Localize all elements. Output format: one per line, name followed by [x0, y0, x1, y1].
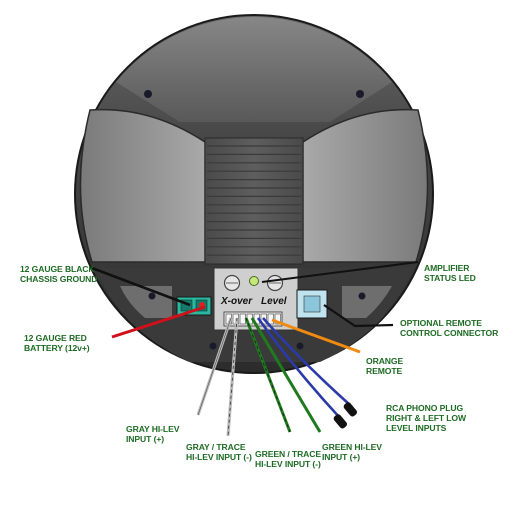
left-side-panel: [79, 108, 206, 263]
orange-remote-wire: [271, 318, 361, 354]
gray-trace-hilev-neg-label: GRAY / TRACE HI-LEV INPUT (-): [186, 442, 252, 462]
remote-connector-leader: [323, 304, 394, 328]
blue-rca-wire-2: [256, 317, 341, 419]
grille: [204, 137, 304, 265]
right-lower-block: [342, 286, 392, 318]
screw: [148, 292, 156, 300]
orange-remote-label: ORANGE REMOTE: [366, 356, 404, 376]
battery-label: 12 GAUGE RED BATTERY (12v+): [24, 333, 90, 353]
rca-plug-1: [343, 402, 357, 417]
screw: [209, 342, 217, 350]
xover-label: X-over: [221, 296, 253, 307]
gray-hilev-pos-label: GRAY HI-LEV INPUT (+): [126, 424, 180, 444]
red-battery-wire: [111, 305, 206, 339]
rca-inputs-label: RCA PHONO PLUG RIGHT & LEFT LOW LEVEL IN…: [386, 403, 467, 433]
screw: [144, 90, 152, 98]
remote-control-connector[interactable]: [296, 289, 328, 319]
green-trace-hilev-neg-label: GREEN / TRACE HI-LEV INPUT (-): [255, 449, 322, 469]
terminal-slot: [274, 313, 281, 325]
blue-rca-wire-1: [262, 317, 351, 406]
right-side-panel: [302, 108, 429, 263]
status-led-label: AMPLIFIER STATUS LED: [424, 263, 476, 283]
chassis-ground-label: 12 GAUGE BLACK CHASSIS GROUND: [20, 264, 98, 284]
screw: [356, 90, 364, 98]
green-hilev-pos-label: GREEN HI-LEV INPUT (+): [322, 442, 382, 462]
rca-plug-2: [333, 414, 347, 429]
screw: [358, 292, 366, 300]
green-hilev-pos-wire: [250, 317, 322, 433]
status-led-leader: [261, 261, 419, 283]
screw: [296, 342, 304, 350]
black-ground-wire: [91, 266, 191, 307]
top-cap: [116, 17, 392, 122]
status-led: [249, 276, 259, 286]
level-label: Level: [261, 296, 287, 307]
terminal-slot: [239, 313, 246, 325]
remote-connector-label: OPTIONAL REMOTE CONTROL CONNECTOR: [400, 318, 499, 338]
